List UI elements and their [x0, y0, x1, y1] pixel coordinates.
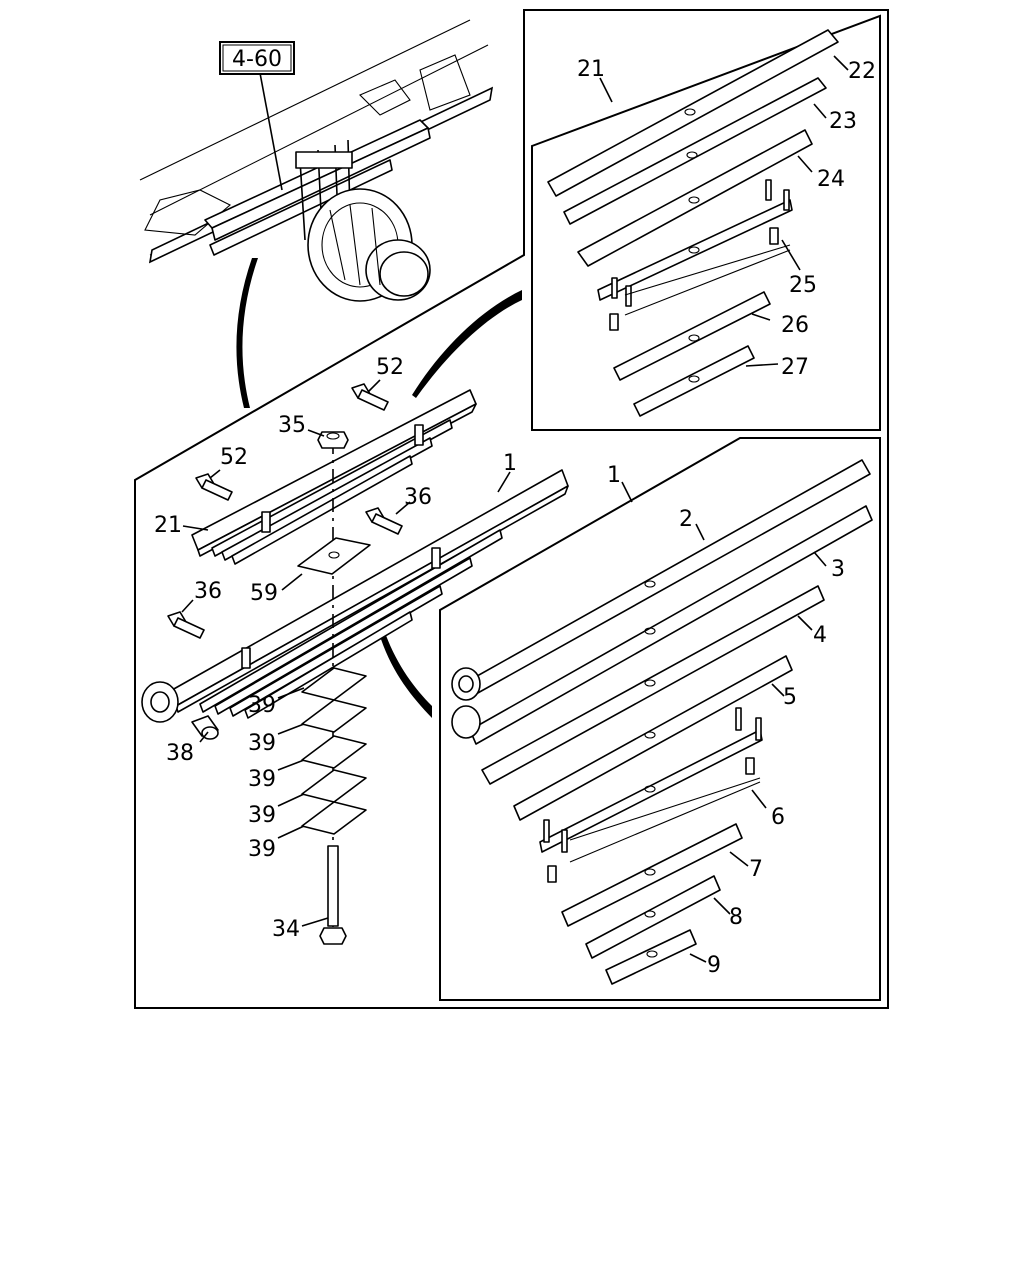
callout-39-a: 39	[248, 693, 276, 718]
callout-39-b: 39	[248, 731, 276, 756]
callout-39-e: 39	[248, 837, 276, 862]
callout-59: 59	[250, 581, 278, 606]
centre-bolt-34	[319, 845, 347, 945]
inset-upper-leaves	[547, 29, 839, 417]
callout-1-inset: 1	[607, 463, 621, 488]
main-frame	[134, 9, 889, 1009]
callout-38: 38	[166, 741, 194, 766]
callout-2: 2	[679, 507, 693, 532]
leader-lines	[181, 55, 849, 963]
callout-35: 35	[278, 413, 306, 438]
callout-23: 23	[829, 109, 857, 134]
inset-lower-leaves	[451, 459, 873, 985]
inset-frame-upper	[531, 14, 881, 431]
callout-34: 34	[272, 917, 300, 942]
callout-36-upper: 36	[404, 485, 432, 510]
bolt-52-upper	[351, 383, 389, 411]
main-spring-assembly	[141, 469, 569, 723]
callout-52-upper: 52	[376, 355, 404, 380]
spacer-plate-59	[297, 537, 371, 575]
bushing-38	[191, 715, 219, 740]
callout-21-main: 21	[154, 513, 182, 538]
callout-7: 7	[749, 857, 763, 882]
callout-4: 4	[813, 623, 827, 648]
callout-39-c: 39	[248, 767, 276, 792]
callout-5: 5	[783, 685, 797, 710]
shim-plates-39	[301, 667, 367, 835]
callout-39-d: 39	[248, 803, 276, 828]
bolt-36-upper	[365, 507, 403, 535]
callout-24: 24	[817, 167, 845, 192]
callout-36-lower: 36	[194, 579, 222, 604]
reference-box-label: 4-60	[232, 47, 282, 72]
callout-52-lower: 52	[220, 445, 248, 470]
callout-27: 27	[781, 355, 809, 380]
callout-25: 25	[789, 273, 817, 298]
connector-swooshes	[236, 258, 522, 718]
callout-3: 3	[831, 557, 845, 582]
reference-box: 4-60	[219, 41, 295, 75]
helper-spring-assembly	[191, 389, 477, 565]
callout-6: 6	[771, 805, 785, 830]
callout-22: 22	[848, 59, 876, 84]
callout-8: 8	[729, 905, 743, 930]
callout-labels: 1 1 2 3 4 5 6 7 8 9 21 21 22 23 24 25 26…	[154, 57, 876, 978]
spacer-hole-icon	[328, 551, 340, 559]
callout-9: 9	[707, 953, 721, 978]
callout-1-main: 1	[503, 451, 517, 476]
bolt-52-lower	[195, 473, 233, 501]
nut-35	[317, 431, 349, 449]
callout-21-inset: 21	[577, 57, 605, 82]
bolt-36-lower	[167, 611, 205, 639]
callout-26: 26	[781, 313, 809, 338]
vehicle-frame-context	[139, 19, 494, 302]
